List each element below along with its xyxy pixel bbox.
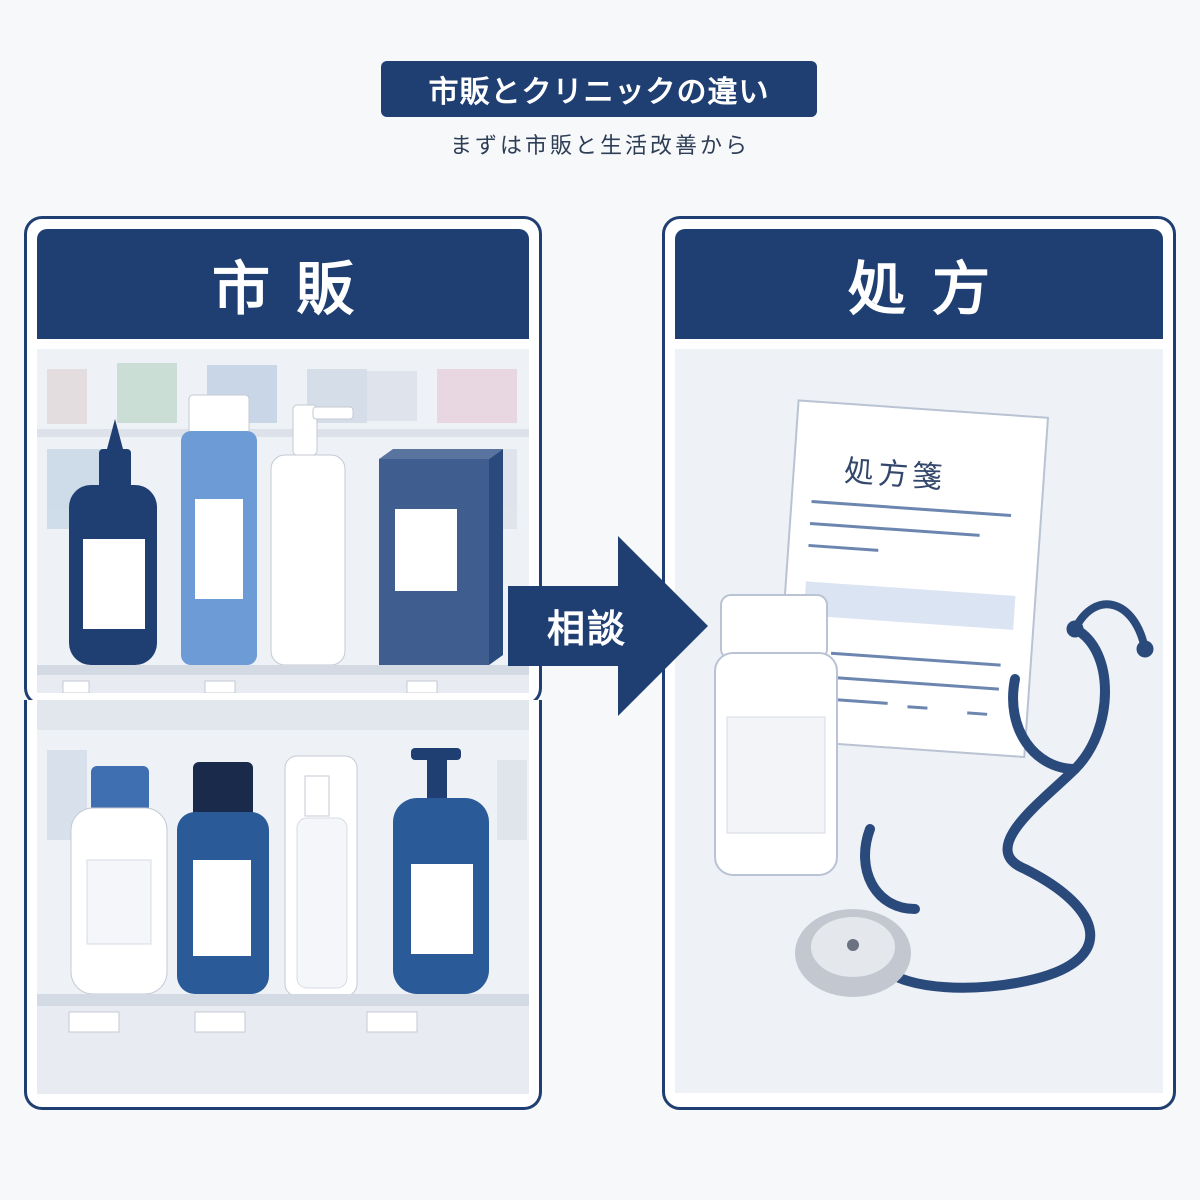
pharmacy-shelf-illustration <box>37 349 529 693</box>
page-title: 市販とクリニックの違い <box>381 61 817 117</box>
arrow-right-icon <box>508 536 708 716</box>
medicine-box <box>379 449 503 665</box>
pump-bottle <box>284 755 358 997</box>
prescription-panel: 処方 <box>662 216 1176 1110</box>
spray-bottle <box>270 404 354 666</box>
prescription-paper-icon <box>773 399 1050 759</box>
otc-panel-title: 市販 <box>37 229 529 339</box>
otc-panel-lower <box>24 700 542 1110</box>
dropper-bottle <box>69 419 157 665</box>
prescription-panel-title: 処方 <box>675 229 1163 339</box>
navy-pump-bottle <box>393 748 489 994</box>
white-bottle-blue-cap <box>70 766 168 995</box>
blue-bottle <box>181 394 257 665</box>
pill-bottle-icon <box>714 594 838 876</box>
stethoscope-chestpiece <box>795 909 911 997</box>
lower-shelf-svg <box>37 700 529 1094</box>
otc-panel: 市販 <box>24 216 542 706</box>
pharmacy-shelf-svg <box>37 349 529 693</box>
pharmacy-shelf-overflow <box>37 349 529 693</box>
clinic-illustration <box>675 349 1163 1097</box>
clinic-svg <box>675 349 1163 1093</box>
navy-bottle <box>177 762 269 994</box>
stethoscope-icon <box>860 600 1154 993</box>
consult-label: 相談 <box>546 607 627 651</box>
page-subtitle: まずは市販と生活改善から <box>449 134 750 159</box>
